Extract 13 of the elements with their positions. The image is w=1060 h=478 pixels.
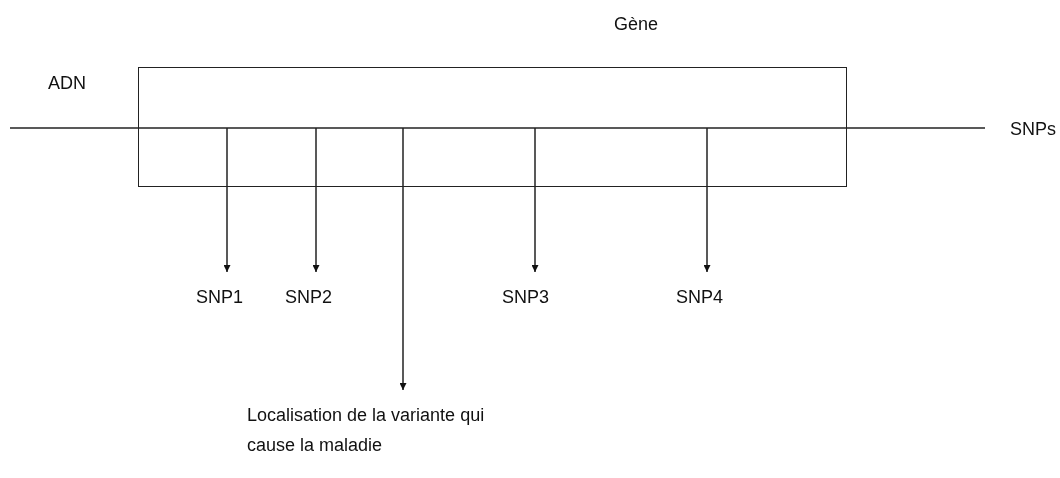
snp-label: SNP1: [196, 282, 244, 312]
snp-label: SNP4: [676, 282, 724, 312]
snp-label: SNP2: [285, 282, 333, 312]
snp-label: SNP3: [502, 282, 550, 312]
arrow: [531, 127, 539, 273]
gene-title: Gène: [614, 13, 659, 35]
dna-label: ADN: [48, 72, 86, 94]
variant-note: Localisation de la variante qui cause la maladie: [247, 400, 485, 460]
arrow: [703, 127, 711, 273]
arrow: [312, 127, 320, 273]
snps-label: SNPs: [1010, 118, 1056, 140]
arrow: [399, 127, 407, 391]
arrow: [223, 127, 231, 273]
